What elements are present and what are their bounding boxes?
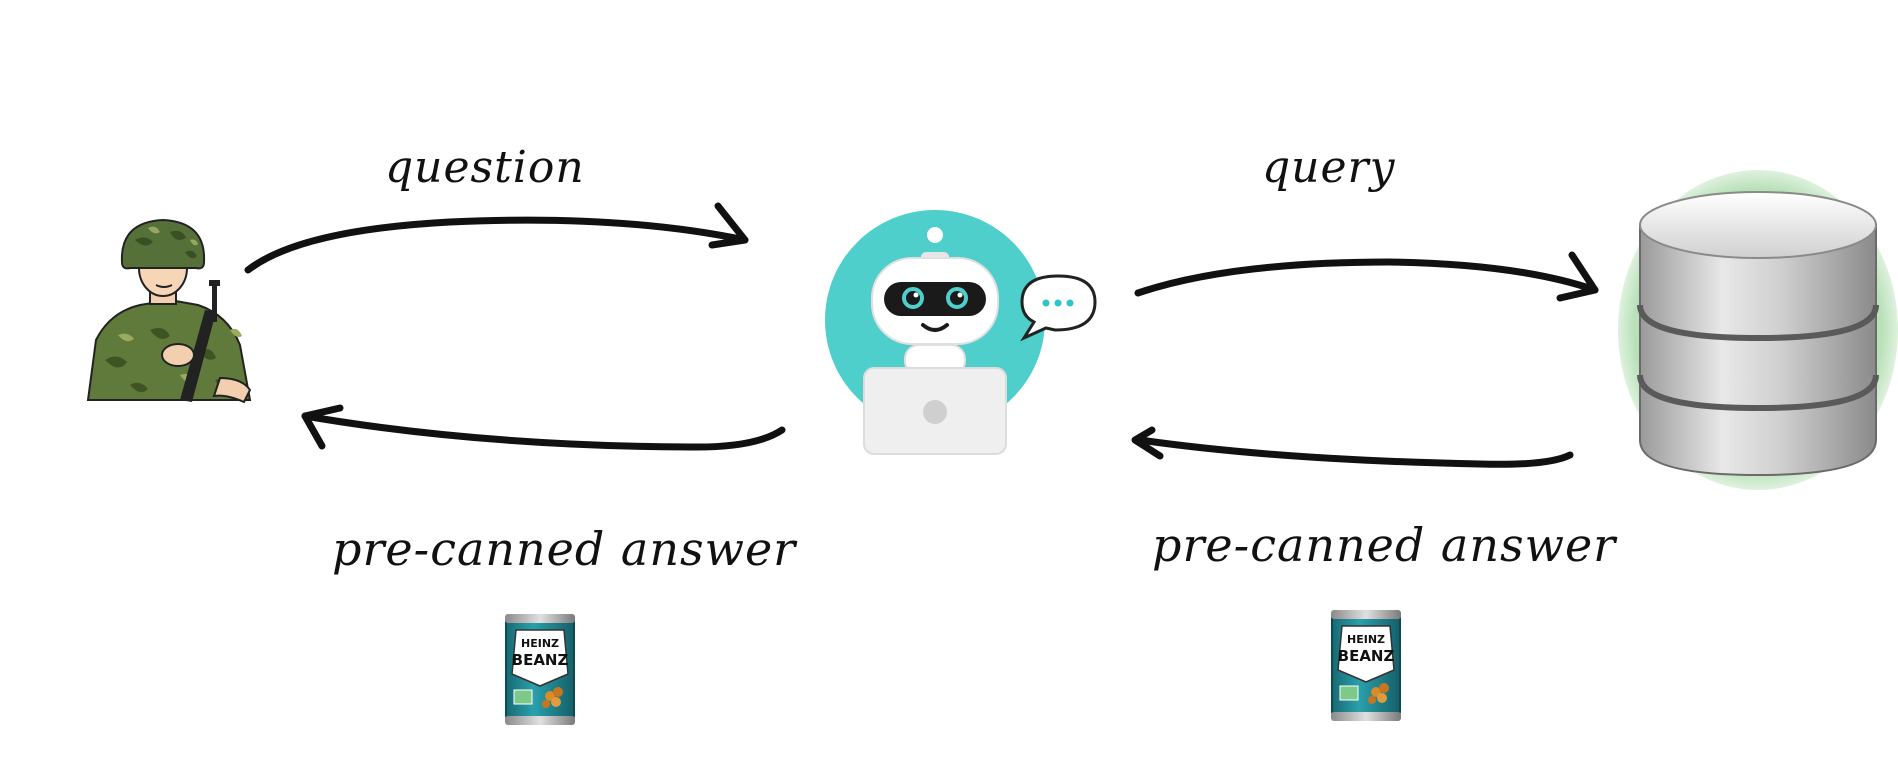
chatbot-robot-icon bbox=[825, 210, 1097, 455]
question-label: question bbox=[385, 142, 585, 193]
answer-arrow-left bbox=[301, 412, 786, 451]
query-label: query bbox=[1262, 142, 1396, 193]
question-arrow bbox=[244, 216, 749, 274]
soldier-icon bbox=[86, 218, 252, 404]
can-brand-main: BEANZ bbox=[1338, 647, 1395, 665]
answer-label-left: pre-canned answer bbox=[332, 522, 797, 576]
database-icon bbox=[1618, 170, 1898, 490]
answer-arrowhead-right bbox=[1131, 426, 1164, 460]
query-arrow bbox=[1134, 258, 1599, 297]
speech-bubble-icon bbox=[1020, 274, 1097, 342]
bean-can-icon: HEINZ BEANZ bbox=[505, 614, 575, 725]
can-brand-main: BEANZ bbox=[512, 651, 569, 669]
can-brand-top: HEINZ bbox=[521, 637, 559, 650]
question-arrowhead bbox=[708, 202, 749, 249]
answer-arrow-right bbox=[1136, 436, 1574, 468]
answer-label-right: pre-canned answer bbox=[1152, 518, 1617, 572]
bean-can-icon: HEINZ BEANZ bbox=[1331, 610, 1401, 721]
can-brand-top: HEINZ bbox=[1347, 633, 1385, 646]
arrows bbox=[244, 202, 1599, 468]
query-arrowhead bbox=[1556, 251, 1599, 302]
answer-arrowhead-left bbox=[301, 404, 344, 450]
